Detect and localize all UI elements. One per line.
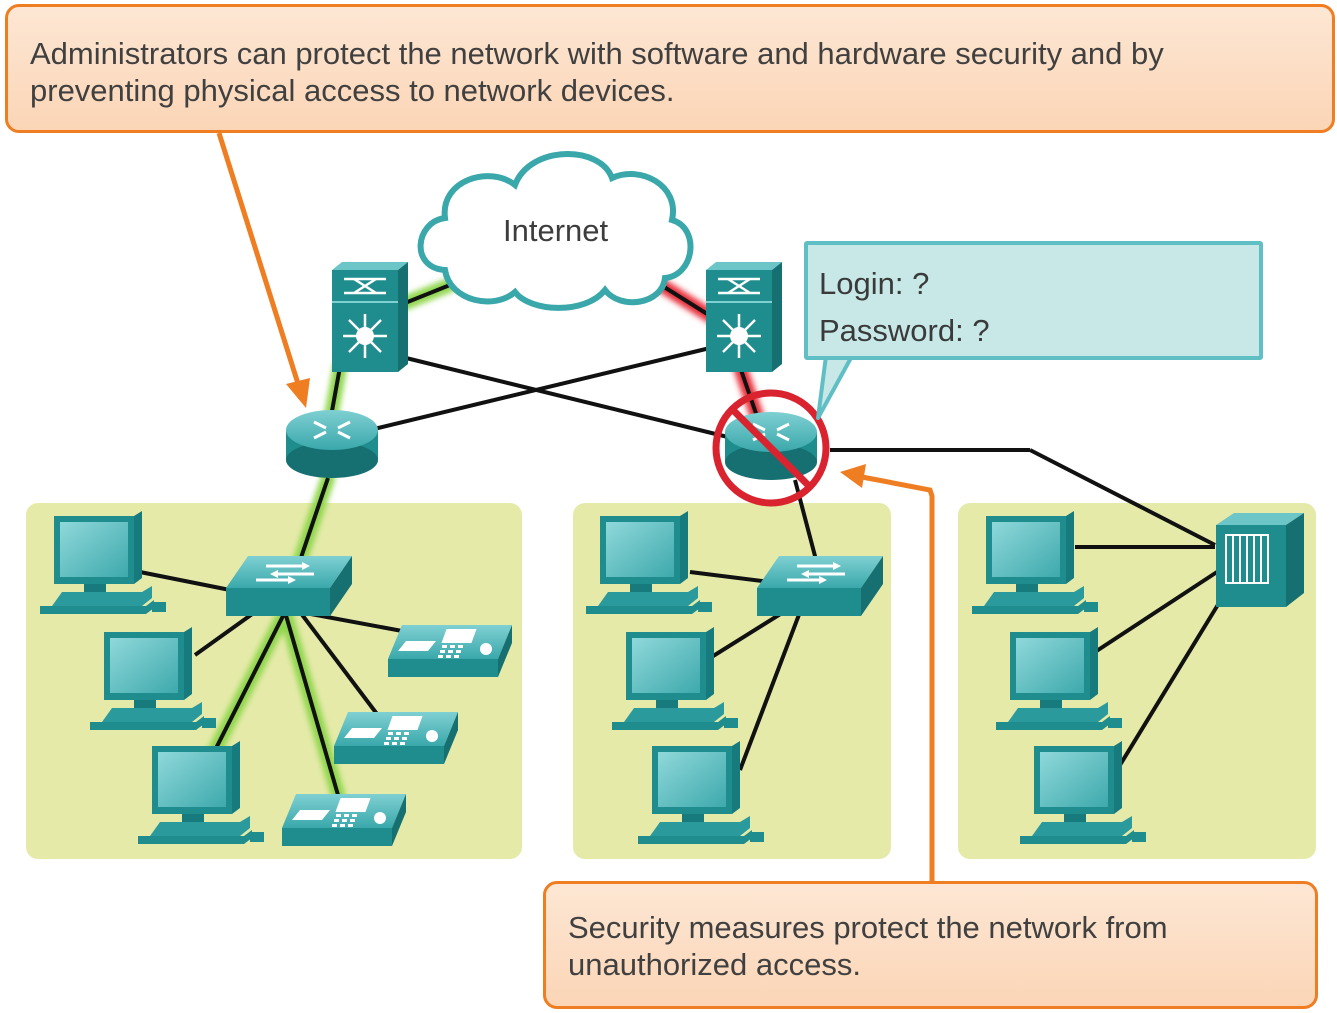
callout-bottom-line2: unauthorized access. [568, 947, 861, 982]
login-label: Login: ? [819, 266, 930, 301]
callout-arrow-bottom [861, 474, 935, 881]
ip-phone-icon [334, 712, 458, 764]
arrow-head-bottom [840, 464, 866, 488]
arrow-head-top [286, 378, 310, 408]
ip-phone-icon [388, 625, 512, 677]
ip-phone-icon [282, 794, 406, 846]
callout-top-line2: preventing physical access to network de… [30, 73, 675, 108]
server-icon [1215, 512, 1305, 608]
network-links [139, 273, 1232, 796]
cloud-icon [417, 151, 694, 311]
workgroup-switch-icon [755, 554, 885, 618]
login-prompt: Login: ? Password: ? [804, 241, 1263, 360]
password-label: Password: ? [819, 313, 990, 348]
callout-bottom-line1: Security measures protect the network fr… [568, 910, 1168, 945]
callout-arrow-top [216, 132, 303, 391]
workgroup-switch-icon [224, 554, 354, 618]
router-icon [284, 408, 380, 480]
callout-bottom: Security measures protect the network fr… [543, 881, 1318, 1009]
callout-top-line1: Administrators can protect the network w… [30, 36, 1164, 71]
callout-top: Administrators can protect the network w… [5, 4, 1335, 133]
multilayer-switch-icon [704, 260, 784, 374]
multilayer-switch-icon [330, 260, 410, 374]
internet-label: Internet [503, 213, 609, 248]
login-callout-pointer [816, 354, 854, 420]
no-entry-icon [712, 389, 830, 507]
